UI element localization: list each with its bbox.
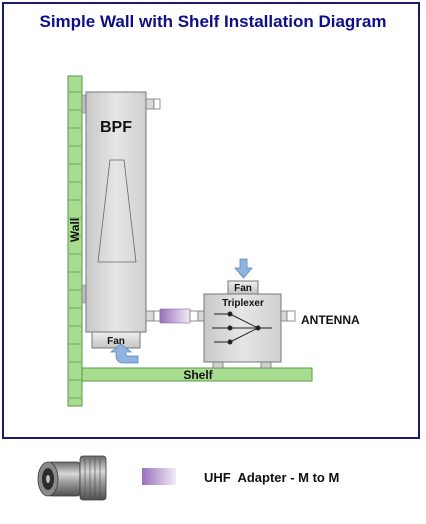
uhf-adapter-swatch	[142, 468, 176, 485]
triplexer-fan: Fan	[227, 280, 259, 295]
bpf-airflow-arrow-icon	[109, 343, 139, 364]
triplexer-combiner-icon	[212, 311, 272, 345]
bpf-fan: Fan	[91, 331, 141, 349]
triplexer-left-connector	[189, 310, 205, 322]
shelf-label: Shelf	[183, 368, 213, 382]
wall: Wall	[67, 75, 83, 407]
wall-ridges	[69, 91, 81, 399]
triplexer-right-connector	[280, 310, 296, 322]
legend-adapter-label: UHF Adapter - M to M	[204, 470, 340, 485]
diagram-title: Simple Wall with Shelf Installation Diag…	[39, 12, 387, 31]
triplexer-fan-label: Fan	[234, 283, 252, 294]
bpf-label: BPF	[100, 119, 132, 136]
bpf-fan-label: Fan	[107, 336, 125, 347]
wall-label: Wall	[68, 218, 82, 242]
antenna-label: ANTENNA	[301, 313, 360, 327]
uhf-adapter	[159, 308, 191, 324]
bpf-unit: BPF	[81, 91, 161, 333]
shelf: Shelf	[81, 367, 313, 382]
bpf-top-connector	[145, 98, 161, 110]
triplexer-airflow-arrow-icon	[234, 258, 253, 279]
triplexer-unit: Triplexer	[189, 293, 296, 369]
triplexer-label: Triplexer	[222, 298, 264, 309]
uhf-adapter-photo	[37, 455, 107, 501]
bpf-side-connector	[145, 310, 161, 322]
